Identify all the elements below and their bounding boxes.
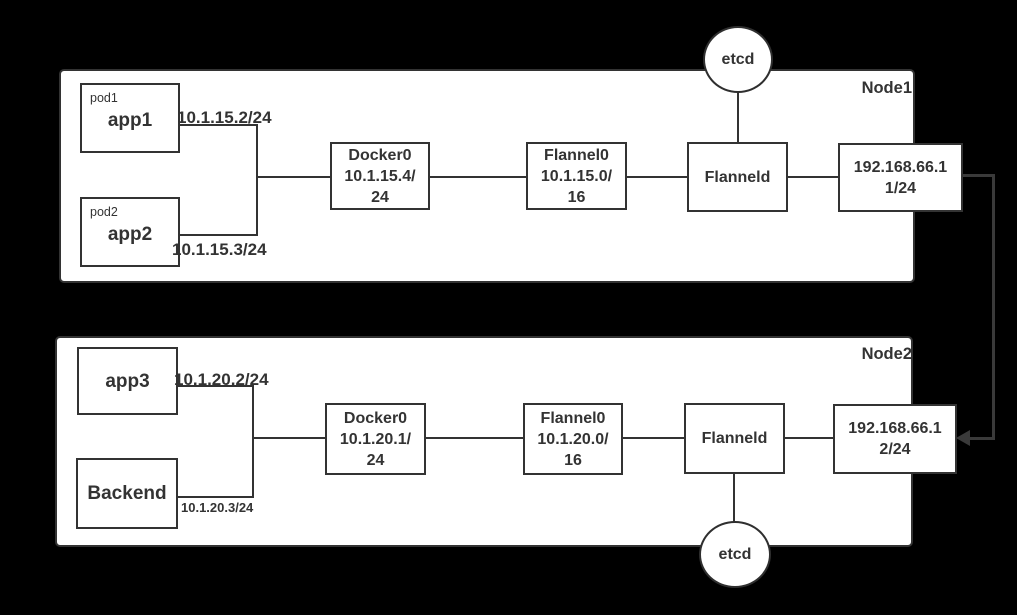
arrow-segment-vertical — [992, 174, 995, 440]
connector-flannel0-flanneld-node1 — [627, 176, 687, 178]
eth-ip-box-node2: 192.168.66.1 2/24 — [833, 404, 957, 474]
eth-ip-line2-node1: 1/24 — [884, 179, 917, 197]
node2-title: Node2 — [861, 345, 912, 363]
connector-app3-junction — [176, 385, 254, 387]
connector-junction-docker0-node1 — [258, 176, 330, 178]
node1-title: Node1 — [861, 79, 912, 97]
docker0-box-node2: Docker0 10.1.20.1/ 24 — [325, 403, 426, 475]
pod1-tag-label: pod1 — [90, 91, 118, 105]
docker0-mask-node1: 24 — [371, 188, 389, 206]
backend-box: Backend — [76, 458, 178, 529]
pod2-tag-label: pod2 — [90, 205, 118, 219]
pod1-box: pod1 app1 — [80, 83, 180, 153]
flannel0-name-node2: Flannel0 — [540, 409, 606, 427]
etcd-label-node1: etcd — [721, 50, 755, 68]
app2-ip-label: 10.1.15.3/24 — [172, 240, 267, 259]
flanneld-label-node1: Flanneld — [704, 168, 771, 186]
docker0-name-node2: Docker0 — [343, 409, 408, 427]
app1-label: app1 — [107, 110, 153, 131]
flannel0-mask-node2: 16 — [564, 451, 582, 469]
backend-ip-label: 10.1.20.3/24 — [181, 500, 254, 515]
connector-backend-junction — [176, 496, 254, 498]
connector-etcd-flanneld-node1 — [737, 92, 739, 142]
eth-ip-line2-node2: 2/24 — [879, 441, 911, 458]
connector-junction-vertical-node1 — [256, 124, 258, 236]
arrow-segment-bottom — [969, 437, 995, 440]
connector-junction-docker0-node2 — [254, 437, 325, 439]
connector-flanneld-eth-node2 — [785, 437, 833, 439]
flannel0-ip-node2: 10.1.20.0/ — [537, 430, 609, 448]
docker0-name-node1: Docker0 — [348, 146, 412, 164]
docker0-box-node1: Docker0 10.1.15.4/ 24 — [330, 142, 430, 210]
connector-flanneld-eth-node1 — [788, 176, 838, 178]
pod2-box: pod2 app2 — [80, 197, 180, 267]
app3-ip-label: 10.1.20.2/24 — [174, 370, 269, 389]
etcd-label-node2: etcd — [718, 545, 752, 563]
app2-label: app2 — [107, 224, 153, 245]
flanneld-box-node1: Flanneld — [687, 142, 788, 212]
connector-junction-vertical-node2 — [252, 385, 254, 498]
etcd-circle-node2: etcd — [699, 521, 771, 588]
eth-ip-line1-node2: 192.168.66.1 — [848, 420, 942, 437]
app3-label: app3 — [105, 370, 150, 392]
docker0-ip-node1: 10.1.15.4/ — [344, 167, 416, 185]
docker0-ip-node2: 10.1.20.1/ — [339, 430, 412, 448]
flanneld-label-node2: Flanneld — [701, 430, 768, 447]
backend-label: Backend — [87, 483, 167, 504]
flannel0-ip-node1: 10.1.15.0/ — [540, 167, 613, 185]
eth-ip-line1-node1: 192.168.66.1 — [853, 158, 948, 176]
arrow-segment-top — [961, 174, 995, 177]
flanneld-box-node2: Flanneld — [684, 403, 785, 474]
connector-docker0-flannel0-node2 — [426, 437, 523, 439]
eth-ip-box-node1: 192.168.66.1 1/24 — [838, 143, 963, 212]
connector-app2-junction — [180, 234, 258, 236]
docker0-mask-node2: 24 — [366, 451, 385, 469]
flannel0-box-node1: Flannel0 10.1.15.0/ 16 — [526, 142, 627, 210]
etcd-circle-node1: etcd — [703, 26, 773, 93]
flannel0-name-node1: Flannel0 — [544, 146, 609, 164]
connector-flannel0-flanneld-node2 — [623, 437, 684, 439]
connector-app1-junction — [180, 124, 258, 126]
flannel0-mask-node1: 16 — [567, 188, 586, 206]
app1-ip-label: 10.1.15.2/24 — [177, 108, 272, 127]
flannel0-box-node2: Flannel0 10.1.20.0/ 16 — [523, 403, 623, 475]
connector-flanneld-etcd-node2 — [733, 473, 735, 523]
arrow-head-icon — [956, 430, 970, 446]
app3-box: app3 — [77, 347, 178, 415]
connector-docker0-flannel0-node1 — [430, 176, 526, 178]
